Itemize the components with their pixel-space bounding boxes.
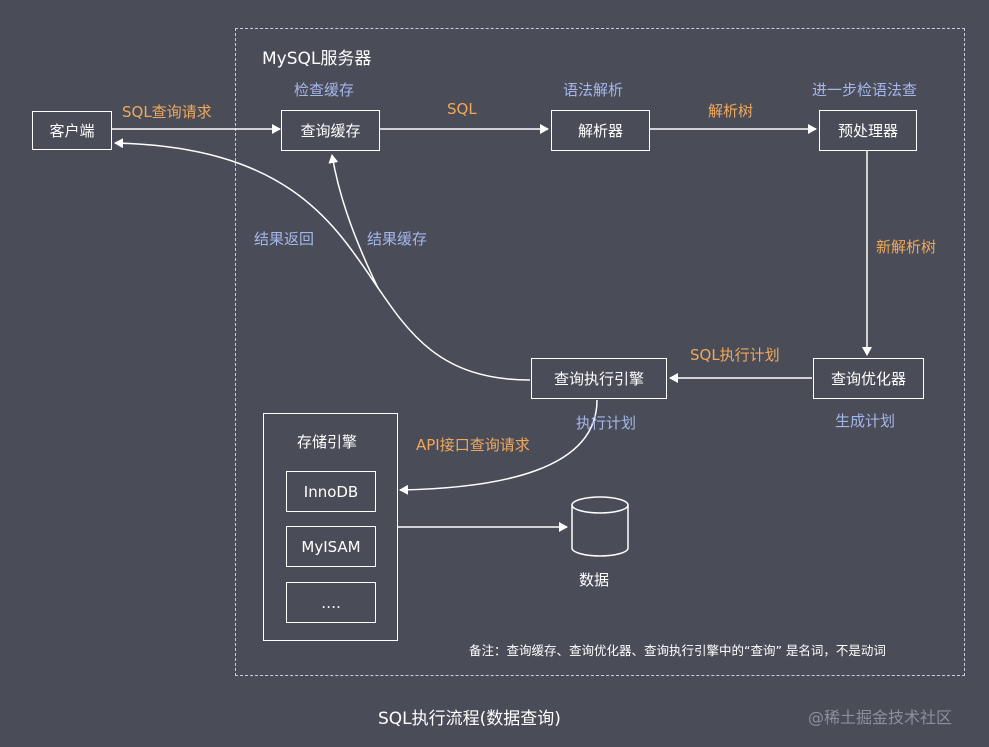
- query-cache-box: 查询缓存: [281, 110, 380, 151]
- executor-box: 查询执行引擎: [531, 358, 667, 399]
- label-data: 数据: [579, 571, 610, 589]
- label-syntax-parse: 语法解析: [563, 81, 624, 99]
- storage-engine-frame: [263, 413, 398, 641]
- server-title: MySQL服务器: [262, 49, 372, 69]
- database-icon: [571, 496, 629, 557]
- label-sql-request: SQL查询请求: [122, 103, 212, 121]
- arrow-result-to-client: [114, 138, 531, 381]
- label-sql: SQL: [447, 100, 477, 118]
- label-check-cache: 检查缓存: [294, 81, 355, 99]
- storage-engine-title: 存储引擎: [297, 433, 358, 451]
- preprocessor-box: 预处理器: [819, 110, 917, 151]
- innodb-box: InnoDB: [286, 471, 376, 512]
- label-further-check: 进一步检语法查: [812, 81, 918, 99]
- label-parse-tree: 解析树: [708, 102, 754, 120]
- myisam-box: MyISAM: [286, 526, 376, 567]
- footnote: 备注：查询缓存、查询优化器、查询执行引擎中的“查询” 是名词，不是动词: [469, 643, 886, 658]
- label-result-return: 结果返回: [254, 230, 315, 248]
- label-exec-plan: 执行计划: [576, 414, 637, 432]
- label-generate-plan: 生成计划: [835, 412, 896, 430]
- diagram-caption: SQL执行流程(数据查询): [378, 709, 561, 729]
- label-new-parse-tree: 新解析树: [876, 238, 937, 256]
- label-api-request: API接口查询请求: [416, 436, 530, 454]
- watermark: @稀土掘金技术社区: [808, 708, 953, 727]
- client-box: 客户端: [32, 111, 112, 150]
- arrow-executor-to-storage: [399, 399, 598, 495]
- mysql-server-frame: [235, 28, 965, 676]
- optimizer-box: 查询优化器: [813, 358, 924, 399]
- label-sql-exec-plan: SQL执行计划: [690, 346, 780, 364]
- parser-box: 解析器: [551, 110, 650, 151]
- label-result-cache: 结果缓存: [367, 230, 428, 248]
- more-engines-box: ….: [286, 582, 376, 623]
- arrow-result-to-cache: [328, 154, 379, 289]
